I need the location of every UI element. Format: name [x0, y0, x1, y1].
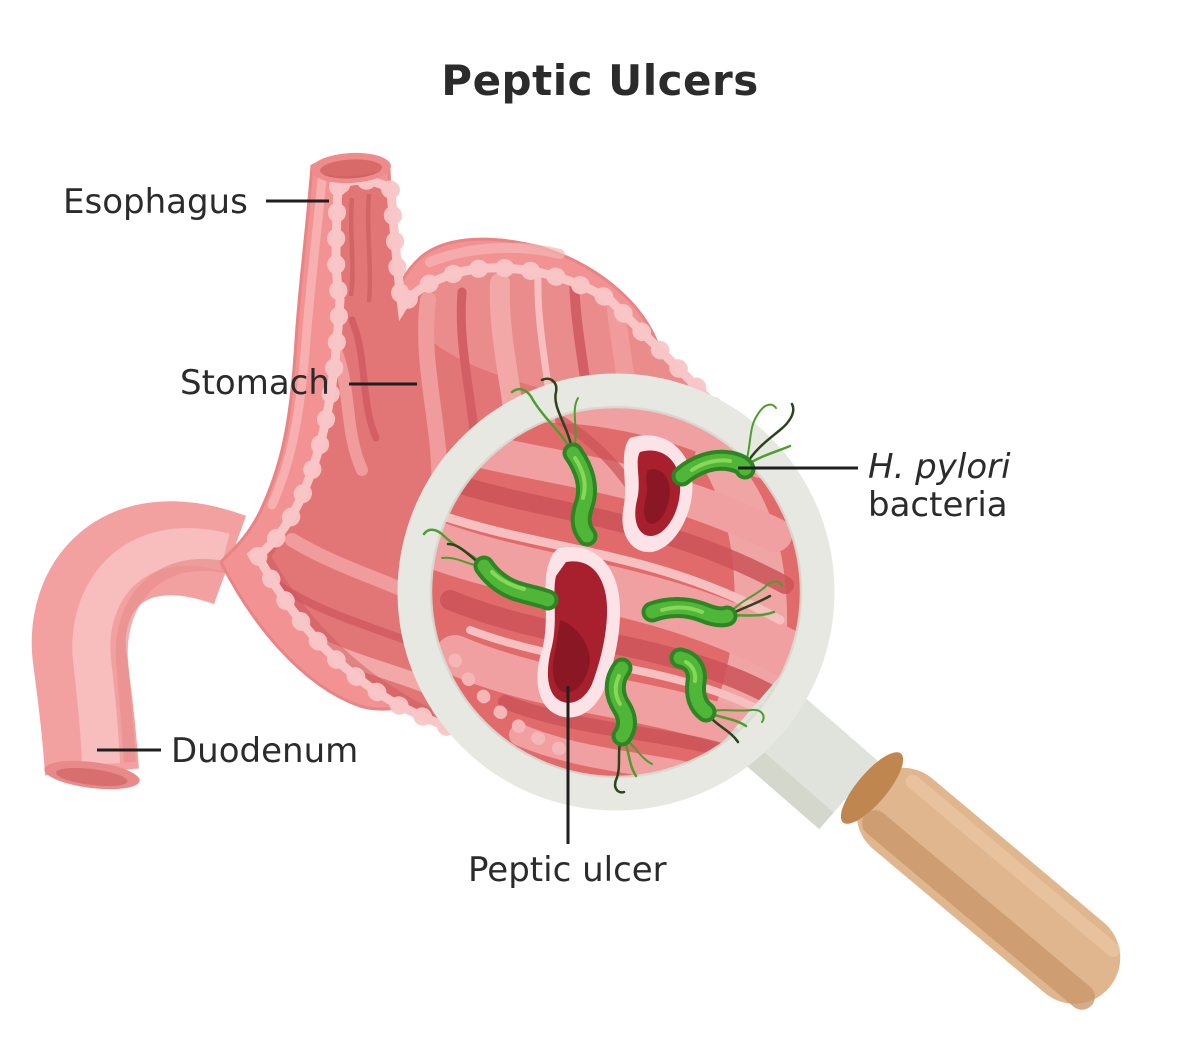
duodenum-cut-end [44, 760, 140, 790]
diagram-title: Peptic Ulcers [441, 56, 759, 105]
esophagus-opening [311, 152, 391, 184]
h-pylori-bacterium-labeled [671, 402, 795, 487]
ulcer-center [537, 546, 621, 718]
h-pylori-bacterium [669, 647, 765, 744]
label-h-pylori: H. pylori bacteria [868, 448, 1011, 524]
label-h-pylori-name: H. pylori [868, 447, 1011, 487]
magnifier-lens [429, 405, 803, 779]
magnifier-handle [840, 752, 1121, 1010]
h-pylori-bacterium [604, 657, 653, 794]
ulcer-top [622, 435, 693, 553]
label-h-pylori-bacteria: bacteria [868, 485, 1008, 526]
label-duodenum: Duodenum [171, 731, 359, 771]
h-pylori-bacterium [510, 377, 598, 547]
label-esophagus: Esophagus [63, 182, 248, 222]
h-pylori-bacterium [422, 528, 559, 611]
duodenum-shape [31, 501, 247, 790]
label-peptic-ulcer: Peptic ulcer [468, 850, 667, 890]
h-pylori-bacterium [641, 580, 783, 628]
h-pylori-bacteria-group [422, 377, 795, 794]
label-stomach: Stomach [180, 363, 330, 403]
